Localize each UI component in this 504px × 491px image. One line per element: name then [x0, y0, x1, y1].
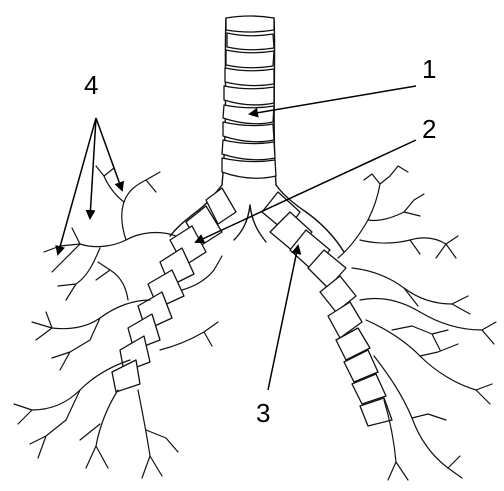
- label-3: 3: [256, 398, 270, 428]
- label-1: 1: [422, 54, 436, 84]
- label-4: 4: [84, 70, 98, 100]
- main-bronchi: [112, 185, 392, 426]
- leader-line-4b: [90, 118, 96, 218]
- leader-line-4c: [96, 118, 122, 190]
- right-bronchial-branches: [14, 166, 222, 478]
- label-2: 2: [422, 114, 436, 144]
- leader-line-4a: [58, 118, 96, 254]
- trachea: [222, 16, 276, 185]
- leader-line-3: [268, 246, 298, 390]
